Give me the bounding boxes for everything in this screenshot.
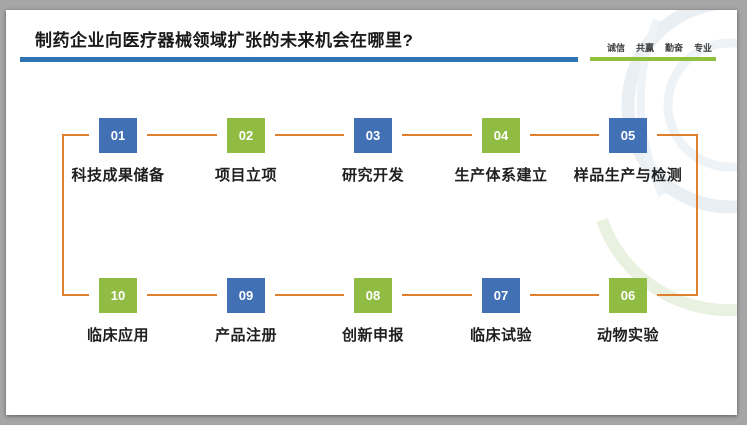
step-number-badge: 04 (482, 118, 520, 153)
slogan-item: 诚信 (606, 43, 625, 53)
step-number-badge: 02 (227, 118, 265, 153)
connector-line (530, 134, 599, 136)
step-number-badge: 08 (354, 278, 392, 313)
slogan-item: 勤奋 (664, 43, 683, 53)
connector-line-left-vertical (62, 134, 64, 296)
connector-line-right-vertical (696, 134, 698, 296)
slogan-item: 专业 (693, 43, 712, 53)
connector-line (530, 294, 599, 296)
step-number-badge: 05 (609, 118, 647, 153)
flow-step-04: 04 生产体系建立 (426, 118, 576, 185)
title-underline-bar (20, 57, 578, 62)
connector-line (62, 294, 89, 296)
step-number-badge: 10 (99, 278, 137, 313)
page-title: 制药企业向医疗器械领域扩张的未来机会在哪里? (35, 31, 414, 50)
step-label: 项目立项 (214, 167, 277, 184)
connector-line (657, 294, 698, 296)
flow-step-08: 08 创新申报 (298, 278, 448, 345)
step-label: 产品注册 (214, 327, 277, 344)
step-number-badge: 01 (99, 118, 137, 153)
slogan-underline-bar (590, 57, 716, 61)
flow-step-07: 07 临床试验 (426, 278, 576, 345)
flow-step-02: 02 项目立项 (171, 118, 321, 185)
slogan-item: 共赢 (635, 43, 654, 53)
step-label: 临床试验 (469, 327, 532, 344)
connector-line (657, 134, 698, 136)
connector-line (62, 134, 89, 136)
step-label: 生产体系建立 (454, 167, 548, 184)
step-label: 动物实验 (596, 327, 659, 344)
step-number-badge: 07 (482, 278, 520, 313)
connector-line (147, 134, 217, 136)
step-number-badge: 06 (609, 278, 647, 313)
slide: 制药企业向医疗器械领域扩张的未来机会在哪里? 诚信 共赢 勤奋 专业 01 科技… (6, 10, 737, 415)
flow-step-05: 05 样品生产与检测 (553, 118, 703, 185)
step-label: 临床应用 (86, 327, 149, 344)
flow-step-06: 06 动物实验 (553, 278, 703, 345)
connector-line (275, 294, 344, 296)
step-label: 科技成果储备 (71, 167, 165, 184)
step-label: 创新申报 (341, 327, 404, 344)
connector-line (402, 294, 472, 296)
connector-line (147, 294, 217, 296)
step-label: 研究开发 (341, 167, 404, 184)
flow-step-10: 10 临床应用 (43, 278, 193, 345)
step-number-badge: 09 (227, 278, 265, 313)
slogan: 诚信 共赢 勤奋 专业 (607, 41, 712, 54)
step-number-badge: 03 (354, 118, 392, 153)
flow-step-03: 03 研究开发 (298, 118, 448, 185)
connector-line (402, 134, 472, 136)
connector-line (275, 134, 344, 136)
flow-step-09: 09 产品注册 (171, 278, 321, 345)
step-label: 样品生产与检测 (573, 167, 683, 184)
flow-step-01: 01 科技成果储备 (43, 118, 193, 185)
